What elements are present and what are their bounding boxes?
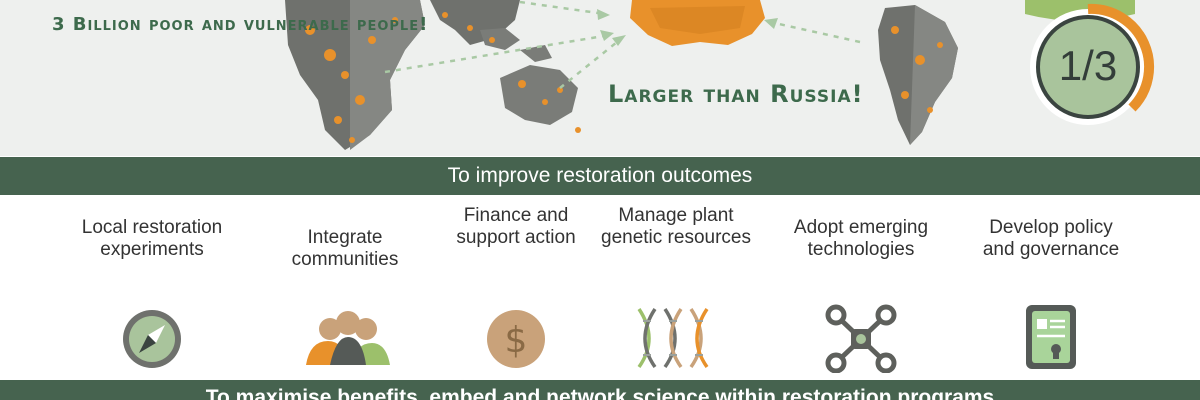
poor-people-callout: 3 Billion poor and vulnerable people! bbox=[52, 14, 429, 35]
connection-arrows bbox=[384, 0, 861, 89]
action-label: Adopt emerging technologies bbox=[793, 217, 929, 260]
action-adopt-technologies: Adopt emerging technologies bbox=[786, 195, 936, 380]
action-manage-genetic-resources: Manage plant genetic resources bbox=[601, 195, 751, 380]
larger-than-russia-callout: Larger than Russia! bbox=[608, 80, 864, 108]
action-integrate-communities: Integrate communities bbox=[270, 195, 420, 380]
action-local-experiments: Local restoration experiments bbox=[77, 195, 227, 380]
action-develop-policy: Develop policy and governance bbox=[976, 195, 1126, 380]
dollar-coin-icon: $ bbox=[487, 310, 545, 368]
map-section: 3 Billion poor and vulnerable people! La… bbox=[0, 0, 1200, 156]
people-icon bbox=[306, 311, 390, 365]
fraction-value: 1/3 bbox=[1058, 42, 1118, 89]
action-list: Local restoration experiments Integrate … bbox=[0, 195, 1200, 380]
fraction-gauge bbox=[1025, 0, 1154, 125]
action-label: Develop policy and governance bbox=[982, 217, 1120, 260]
section-header-improve: To improve restoration outcomes bbox=[0, 157, 1200, 195]
australia-landmass bbox=[500, 65, 578, 125]
dna-icon bbox=[637, 308, 709, 369]
action-finance-support: Finance and support action $ bbox=[441, 195, 591, 380]
action-label: Finance and support action bbox=[456, 205, 576, 248]
svg-text:$: $ bbox=[505, 320, 528, 361]
section-header-maximise: To maximise benefits, embed and network … bbox=[0, 380, 1200, 400]
action-label: Integrate communities bbox=[291, 227, 399, 270]
action-label: Local restoration experiments bbox=[81, 217, 223, 260]
degraded-patches bbox=[305, 12, 943, 143]
compass-icon bbox=[123, 310, 181, 368]
action-label: Manage plant genetic resources bbox=[601, 205, 751, 248]
policy-document-icon bbox=[1026, 305, 1076, 369]
drone-icon bbox=[825, 304, 897, 373]
world-map bbox=[285, 0, 958, 150]
